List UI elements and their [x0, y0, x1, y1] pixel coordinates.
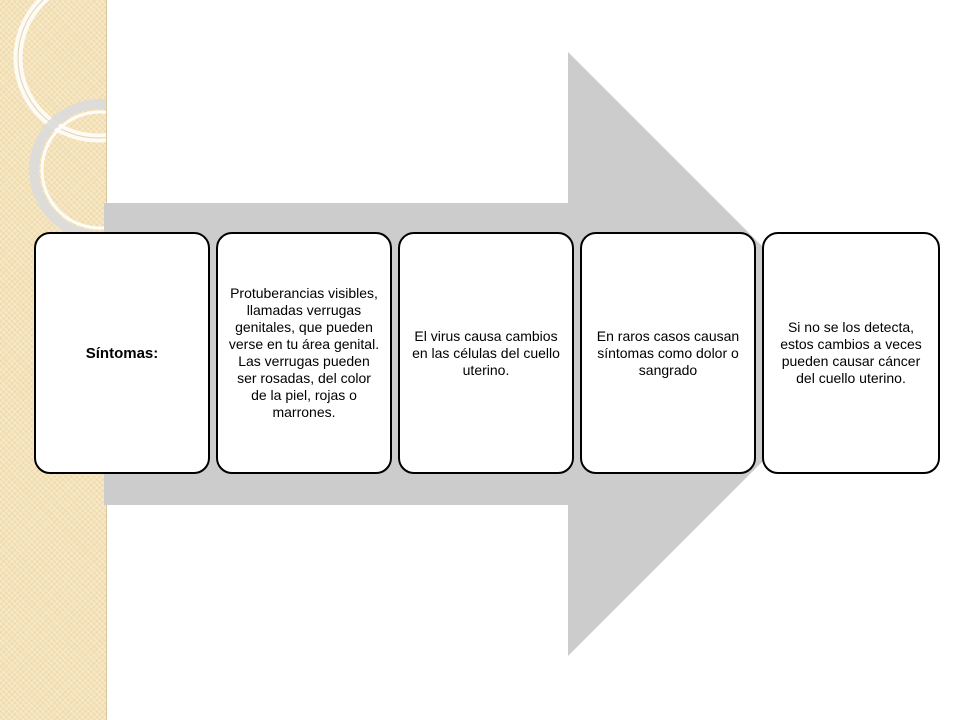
step-box-1: Síntomas: [34, 232, 210, 474]
step-text-1: Síntomas: [85, 344, 159, 362]
step-text-2: Protuberancias visibles, llamadas verrug… [228, 285, 380, 420]
step-box-3: El virus causa cambios en las células de… [398, 232, 574, 474]
step-box-4: En raros casos causan síntomas como dolo… [580, 232, 756, 474]
step-text-4: En raros casos causan síntomas como dolo… [596, 327, 740, 378]
step-text-5: Si no se los detecta, estos cambios a ve… [780, 319, 922, 386]
step-box-5: Si no se los detecta, estos cambios a ve… [762, 232, 940, 474]
step-text-3: El virus causa cambios en las células de… [412, 327, 560, 378]
step-box-2: Protuberancias visibles, llamadas verrug… [216, 232, 392, 474]
